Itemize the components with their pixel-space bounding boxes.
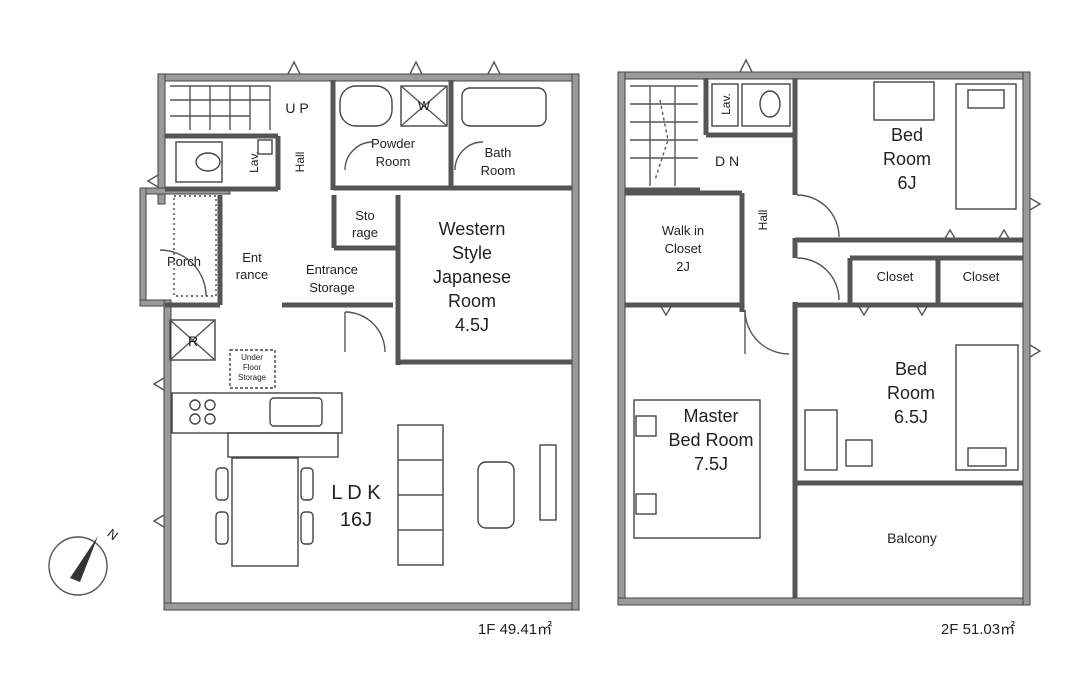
master-label-2: Bed Room — [668, 430, 753, 450]
closet-2-label: Closet — [963, 269, 1000, 284]
r-label: R — [188, 333, 198, 349]
master-bed — [633, 399, 761, 539]
hall-label: Hall — [756, 210, 770, 231]
bed-6-5j-label-1: Bed — [895, 359, 927, 379]
floor2-labels: Lav. D N Hall Walk in Closet 2J Bed Room… — [662, 93, 1015, 638]
coffee-table — [477, 461, 515, 529]
underfloor-label-1: Under — [241, 353, 263, 362]
floor1-plan: U P Lav. Hall Powder Room W Bath Room St… — [139, 60, 580, 638]
floor2-stairs — [630, 85, 698, 186]
floor1-fixtures — [169, 85, 557, 567]
toilet-icon — [195, 152, 221, 172]
western-room-label-5: 4.5J — [455, 315, 489, 335]
tv-stand — [539, 444, 557, 521]
bed-6j-label-3: 6J — [897, 173, 916, 193]
hall-label: Hall — [293, 152, 307, 173]
entrance-storage-label-1: Entrance — [306, 262, 358, 277]
floor2-fixtures — [633, 81, 1019, 539]
bath-room-label-2: Room — [481, 163, 516, 178]
ldk-label-2: 16J — [340, 509, 372, 531]
north-label: N — [104, 526, 121, 544]
compass: N — [48, 526, 121, 596]
lav-label: Lav. — [247, 151, 261, 173]
bed-6j-label-2: Room — [883, 149, 931, 169]
walk-in-closet-label-3: 2J — [676, 259, 690, 274]
bed-6-5j-label-3: 6.5J — [894, 407, 928, 427]
underfloor-label-3: Storage — [238, 373, 267, 382]
up-label: U P — [285, 100, 308, 116]
floor1-inner-walls — [165, 80, 572, 365]
storage-label-1: Sto — [355, 208, 375, 223]
north-arrow-icon — [70, 536, 98, 582]
bath-room-label-1: Bath — [485, 145, 512, 160]
powder-room-label-2: Room — [376, 154, 411, 169]
dn-label: D N — [715, 153, 739, 169]
closet-1-label: Closet — [877, 269, 914, 284]
bed-6j — [955, 83, 1017, 210]
floor1-stairs — [170, 85, 271, 130]
compass-circle — [48, 536, 108, 596]
floor2-window-markers — [659, 58, 1042, 358]
master-label-1: Master — [683, 406, 738, 426]
powder-room-label-1: Powder — [371, 136, 416, 151]
ldk-label-1: L D K — [331, 482, 381, 504]
entrance-label-1: Ent — [242, 250, 262, 265]
lav-label: Lav. — [719, 93, 733, 115]
dining-table — [231, 457, 299, 567]
walk-in-closet-label-1: Walk in — [662, 223, 704, 238]
floor1-labels: U P Lav. Hall Powder Room W Bath Room St… — [167, 98, 552, 638]
floor2-inner-walls — [625, 78, 1023, 598]
porch-label: Porch — [167, 254, 201, 269]
stove-icon — [189, 399, 216, 425]
floor2-plan: Lav. D N Hall Walk in Closet 2J Bed Room… — [617, 58, 1042, 638]
w-label: W — [418, 98, 431, 113]
washing-machine-icon — [400, 85, 448, 127]
floor2-area-label: 2F 51.03㎡ — [941, 621, 1015, 638]
entrance-storage-label-2: Storage — [309, 280, 355, 295]
floor1-area-label: 1F 49.41㎡ — [478, 621, 552, 638]
underfloor-label-2: Floor — [243, 363, 262, 372]
washbasin-icon — [339, 85, 393, 127]
western-room-label-1: Western — [439, 219, 506, 239]
bed-6j-label-1: Bed — [891, 125, 923, 145]
bed-6-5j — [955, 344, 1019, 471]
refrigerator-icon — [169, 319, 216, 361]
floor1-outer-walls — [139, 73, 580, 611]
walk-in-closet-label-2: Closet — [665, 241, 702, 256]
western-room-label-2: Style — [452, 243, 492, 263]
western-room-label-3: Japanese — [433, 267, 511, 287]
sink-icon — [269, 397, 323, 427]
floor2-outer-walls — [617, 71, 1031, 606]
floor1-window-markers — [146, 60, 501, 528]
bathtub-icon — [461, 87, 547, 127]
bed-6-5j-label-2: Room — [887, 383, 935, 403]
western-room-label-4: Room — [448, 291, 496, 311]
floor2-doors — [744, 194, 840, 355]
master-label-3: 7.5J — [694, 454, 728, 474]
balcony-label: Balcony — [887, 530, 937, 546]
toilet-icon — [759, 90, 781, 118]
floor1-doors — [159, 141, 484, 353]
storage-label-2: rage — [352, 225, 378, 240]
entrance-label-2: rance — [236, 267, 269, 282]
